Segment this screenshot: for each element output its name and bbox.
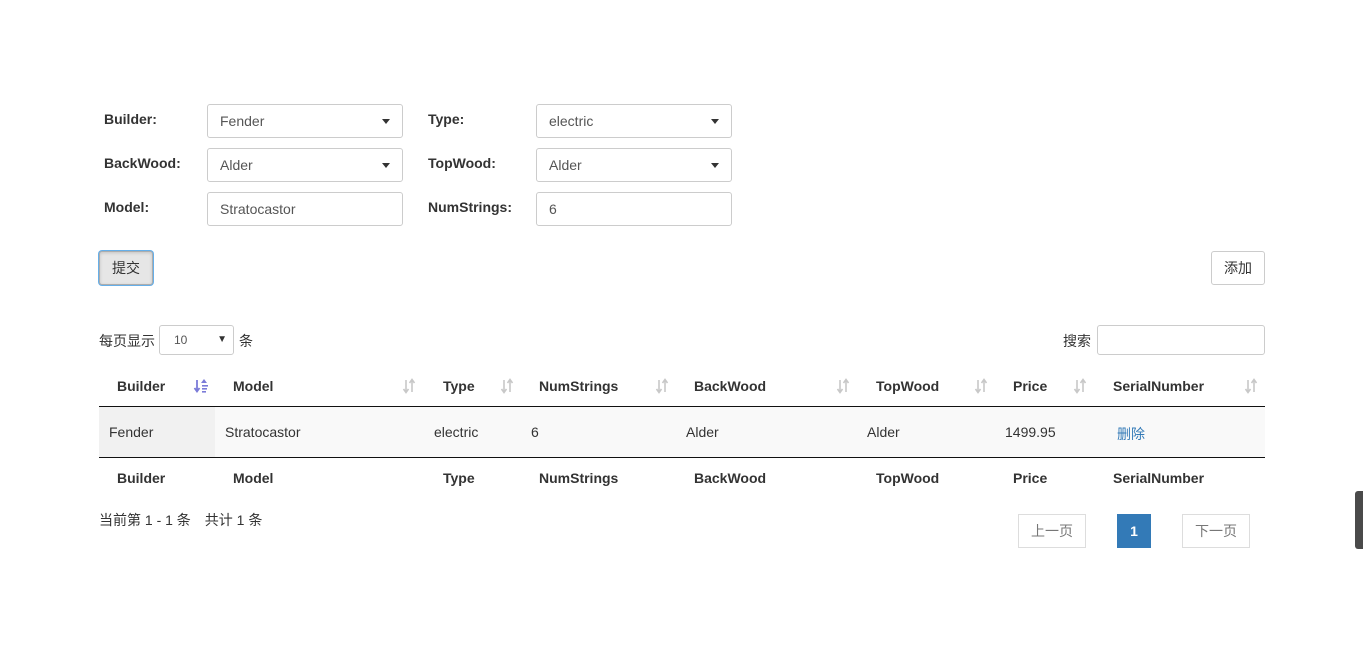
page-length-suffix: 条	[239, 333, 253, 349]
header-type[interactable]: Type	[443, 378, 475, 394]
backwood-label: BackWood:	[104, 155, 181, 171]
delete-link[interactable]: 删除	[1117, 426, 1145, 442]
numstrings-input[interactable]: 6	[536, 192, 732, 226]
sort-both-icon[interactable]	[1072, 378, 1088, 394]
page-1-button[interactable]: 1	[1117, 514, 1151, 548]
sort-both-icon[interactable]	[401, 378, 417, 394]
add-button[interactable]: 添加	[1211, 251, 1265, 285]
topwood-label: TopWood:	[428, 155, 496, 171]
submit-button[interactable]: 提交	[99, 251, 153, 285]
footer-numstrings: NumStrings	[539, 470, 619, 486]
cell-numstrings: 6	[531, 424, 539, 440]
sort-both-icon[interactable]	[973, 378, 989, 394]
cell-builder: Fender	[109, 424, 154, 440]
page-length-value: 10	[174, 333, 188, 347]
footer-type: Type	[443, 470, 475, 486]
header-backwood[interactable]: BackWood	[694, 378, 767, 394]
chevron-down-icon	[711, 163, 719, 168]
header-builder[interactable]: Builder	[117, 378, 166, 394]
next-page-button[interactable]: 下一页	[1182, 514, 1250, 548]
footer-price: Price	[1013, 470, 1048, 486]
type-select[interactable]: electric	[536, 104, 732, 138]
type-select-value: electric	[549, 113, 594, 129]
footer-builder: Builder	[117, 470, 166, 486]
builder-select[interactable]: Fender	[207, 104, 403, 138]
table-info: 当前第 1 - 1 条 共计 1 条	[99, 512, 263, 528]
search-input[interactable]	[1097, 325, 1265, 355]
sort-both-icon[interactable]	[835, 378, 851, 394]
chevron-down-icon	[382, 119, 390, 124]
cell-price: 1499.95	[1005, 424, 1056, 440]
builder-label: Builder:	[104, 111, 157, 127]
footer-backwood: BackWood	[694, 470, 767, 486]
backwood-select-value: Alder	[220, 157, 253, 173]
model-label: Model:	[104, 199, 150, 215]
type-label: Type:	[428, 111, 465, 127]
chevron-down-icon	[382, 163, 390, 168]
search-label: 搜索	[1063, 333, 1091, 349]
cell-model: Stratocastor	[225, 424, 301, 440]
header-topwood[interactable]: TopWood	[876, 378, 940, 394]
sort-both-icon[interactable]	[654, 378, 670, 394]
numstrings-label: NumStrings:	[428, 199, 512, 215]
footer-divider	[99, 457, 1265, 458]
header-divider	[99, 406, 1265, 407]
side-widget-tab[interactable]	[1355, 491, 1363, 549]
dropdown-arrow-icon: ▼	[217, 334, 227, 345]
backwood-select[interactable]: Alder	[207, 148, 403, 182]
footer-model: Model	[233, 470, 274, 486]
sort-both-icon[interactable]	[1243, 378, 1259, 394]
header-numstrings[interactable]: NumStrings	[539, 378, 619, 394]
page-length-prefix: 每页显示	[99, 333, 155, 349]
model-input[interactable]: Stratocastor	[207, 192, 403, 226]
sort-asc-icon[interactable]	[193, 378, 209, 394]
chevron-down-icon	[711, 119, 719, 124]
builder-select-value: Fender	[220, 113, 265, 129]
page-length-select[interactable]: 10 ▼	[159, 325, 234, 355]
footer-topwood: TopWood	[876, 470, 940, 486]
sorted-column-cell	[99, 407, 215, 457]
topwood-select[interactable]: Alder	[536, 148, 732, 182]
sort-both-icon[interactable]	[499, 378, 515, 394]
header-price[interactable]: Price	[1013, 378, 1048, 394]
prev-page-button[interactable]: 上一页	[1018, 514, 1086, 548]
footer-serialnumber: SerialNumber	[1113, 470, 1205, 486]
cell-backwood: Alder	[686, 424, 719, 440]
header-model[interactable]: Model	[233, 378, 274, 394]
table-row	[99, 407, 1265, 457]
topwood-select-value: Alder	[549, 157, 582, 173]
header-serialnumber[interactable]: SerialNumber	[1113, 378, 1205, 394]
cell-topwood: Alder	[867, 424, 900, 440]
cell-type: electric	[434, 424, 479, 440]
